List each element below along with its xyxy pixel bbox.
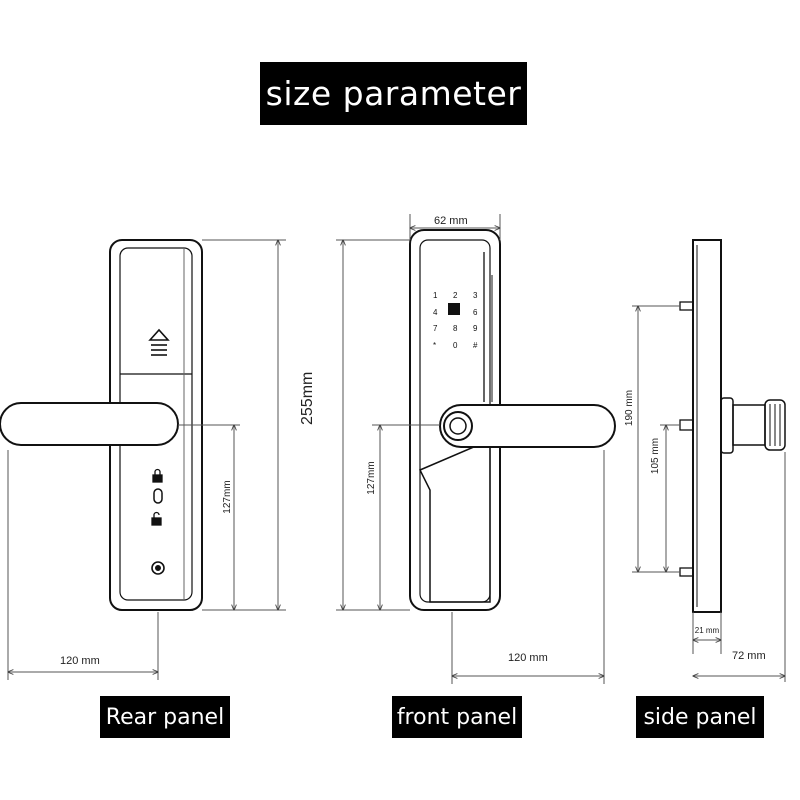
- rear-panel-label-text: Rear panel: [105, 704, 225, 730]
- front-lower-cover: [418, 438, 491, 603]
- side-panel-label: side panel: [636, 696, 764, 738]
- dim-total-height: 255mm: [299, 372, 316, 425]
- key-4: 4: [433, 308, 438, 317]
- dim-front-lower-height: 127mm: [366, 461, 377, 494]
- side-panel-drawing: [679, 239, 786, 613]
- dim-front-handle-length: 120 mm: [508, 652, 548, 664]
- front-panel-label-text: front panel: [396, 704, 518, 730]
- side-screw-bottom: [679, 567, 694, 577]
- unlock-icon: [151, 511, 162, 526]
- dim-rear-lower-height: 127mm: [222, 480, 233, 513]
- dim-side-plate-depth: 21 mm: [695, 626, 720, 635]
- dim-side-outer-height: 190 mm: [624, 390, 635, 426]
- side-screw-top: [679, 301, 694, 311]
- dim-rear-handle-length: 120 mm: [60, 655, 100, 667]
- key-9: 9: [473, 324, 478, 333]
- key-8: 8: [453, 324, 458, 333]
- key-1: 1: [433, 291, 438, 300]
- lock-icon: [152, 468, 163, 483]
- side-cylinder: [720, 397, 786, 454]
- fingerprint-icon: [449, 417, 467, 435]
- keypad: 1 2 3 4 5 6 7 8 9 * 0 #: [433, 291, 478, 350]
- rear-handle: [0, 402, 179, 446]
- dim-side-inner-height: 105 mm: [650, 438, 661, 474]
- key-hash: #: [473, 341, 478, 350]
- front-panel-drawing: 1 2 3 4 5 6 7 8 9 * 0 #: [409, 229, 616, 611]
- battery-eject-icon: [148, 328, 170, 356]
- side-panel-label-text: side panel: [643, 704, 757, 730]
- fingerprint-sensor-ring: [443, 411, 473, 441]
- side-screw-middle: [679, 419, 694, 431]
- thumb-turn-slot: [153, 488, 163, 504]
- key-hole-icon: [151, 561, 165, 575]
- dim-side-total-depth: 72 mm: [732, 650, 766, 662]
- front-handle: [439, 404, 616, 448]
- key-0: 0: [453, 341, 458, 350]
- title-banner: size parameter: [260, 62, 527, 125]
- key-2: 2: [453, 291, 458, 300]
- keypad-indicator: [448, 303, 460, 315]
- rear-panel-label: Rear panel: [100, 696, 230, 738]
- key-6: 6: [473, 308, 478, 317]
- key-7: 7: [433, 324, 438, 333]
- front-panel-label: front panel: [392, 696, 522, 738]
- rear-panel-drawing: [0, 239, 203, 611]
- key-star: *: [433, 341, 436, 350]
- dim-front-width: 62 mm: [434, 215, 468, 227]
- title-text: size parameter: [265, 74, 522, 113]
- key-3: 3: [473, 291, 478, 300]
